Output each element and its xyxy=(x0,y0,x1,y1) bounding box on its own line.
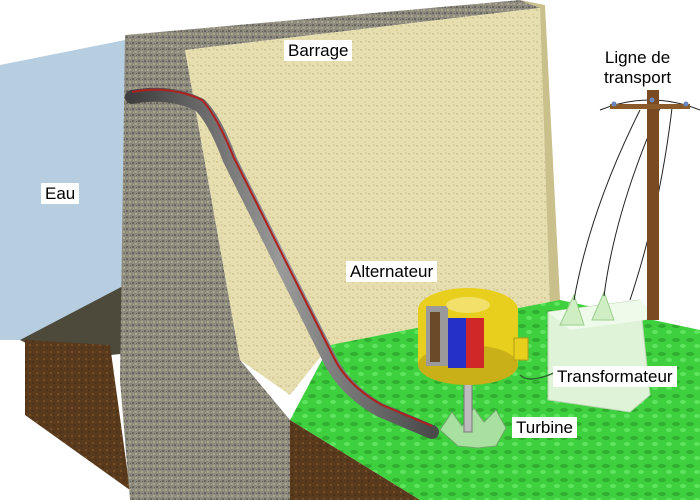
soil-left xyxy=(25,340,130,490)
dam-top xyxy=(125,0,540,50)
label-alternator: Alternateur xyxy=(346,261,438,282)
label-power-line: Ligne de transport xyxy=(604,48,672,87)
transformer xyxy=(547,290,660,413)
label-dam: Barrage xyxy=(284,40,353,61)
alternator xyxy=(418,288,529,385)
penstock-stripe xyxy=(131,88,433,427)
dam-section xyxy=(120,35,290,500)
label-turbine: Turbine xyxy=(512,417,578,438)
ground-soil xyxy=(290,420,420,500)
penstock-pipe xyxy=(125,87,439,439)
power-pole xyxy=(610,90,690,320)
label-transformer: Transformateur xyxy=(553,366,677,387)
label-water: Eau xyxy=(41,183,80,204)
transmission-wire-1 xyxy=(573,109,641,301)
dam-shade xyxy=(520,0,560,310)
turbine xyxy=(439,359,507,449)
